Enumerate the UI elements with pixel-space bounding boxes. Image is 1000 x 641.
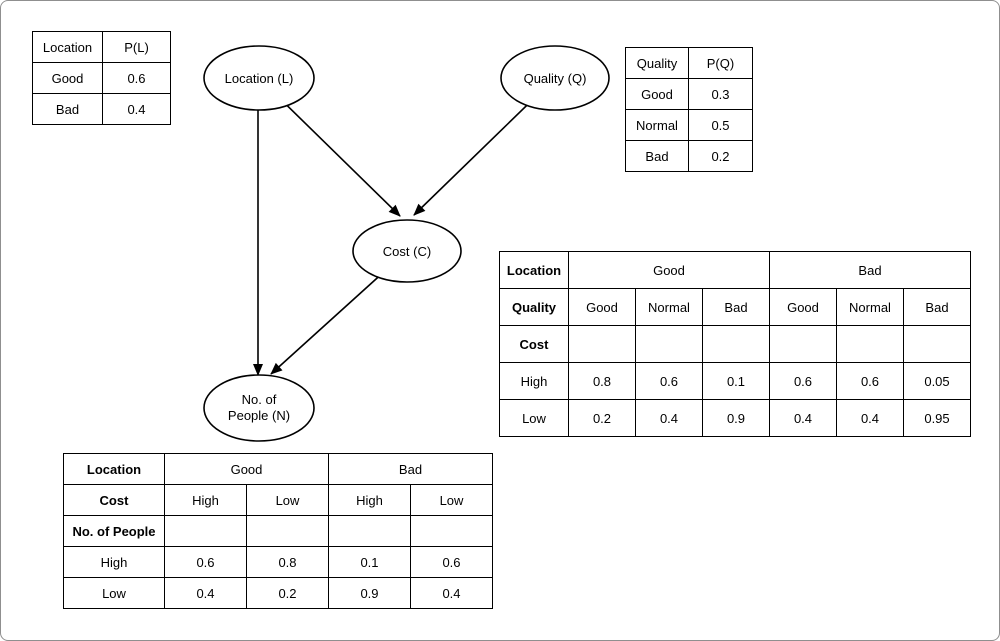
header-cell: Low — [246, 484, 329, 516]
header-cell: Location — [499, 251, 569, 289]
prob-cell: 0.8 — [568, 362, 636, 400]
cost-cpt-table: Location Good Bad Quality Good Normal Ba… — [499, 251, 971, 437]
state-cell: Bad — [625, 140, 689, 172]
table-row: Good 0.6 — [32, 62, 171, 94]
prob-cell: 0.4 — [102, 93, 171, 125]
state-cell: Good — [625, 78, 689, 110]
header-cell: Location — [63, 453, 165, 485]
prob-cell: 0.9 — [702, 399, 770, 437]
prob-cell: 0.6 — [836, 362, 904, 400]
node-quality-label: Quality (Q) — [524, 71, 587, 86]
prob-cell: 0.3 — [688, 78, 753, 110]
group-header-cell: Good — [568, 251, 770, 289]
prob-cell: 0.8 — [246, 546, 329, 578]
node-quality — [500, 45, 610, 111]
header-cell: Bad — [903, 288, 971, 326]
node-cost-label: Cost (C) — [383, 244, 431, 259]
table-row: Low 0.2 0.4 0.9 0.4 0.4 0.95 — [499, 399, 971, 437]
prob-cell: 0.6 — [102, 62, 171, 94]
empty-cell — [568, 325, 636, 363]
table-row: Quality Good Normal Bad Good Normal Bad — [499, 288, 971, 326]
state-cell: Bad — [32, 93, 103, 125]
prob-cell: 0.6 — [635, 362, 703, 400]
table-row: Cost — [499, 325, 971, 363]
group-header-cell: Good — [164, 453, 329, 485]
prob-cell: 0.1 — [702, 362, 770, 400]
prob-cell: 0.4 — [836, 399, 904, 437]
node-people — [203, 374, 315, 442]
prob-cell: 0.2 — [688, 140, 753, 172]
prob-cell: 0.95 — [903, 399, 971, 437]
empty-cell — [903, 325, 971, 363]
people-cpt-table: Location Good Bad Cost High Low High Low… — [63, 453, 493, 609]
header-cell: Bad — [702, 288, 770, 326]
table-row: Low 0.4 0.2 0.9 0.4 — [63, 577, 493, 609]
header-cell: P(Q) — [688, 47, 753, 79]
state-cell: High — [499, 362, 569, 400]
prob-cell: 0.4 — [769, 399, 837, 437]
state-cell: Low — [63, 577, 165, 609]
prob-cell: 0.2 — [568, 399, 636, 437]
table-row: No. of People — [63, 515, 493, 547]
header-cell: No. of People — [63, 515, 165, 547]
header-cell: Quality — [625, 47, 689, 79]
group-header-cell: Bad — [328, 453, 493, 485]
header-cell: Good — [769, 288, 837, 326]
header-cell: Cost — [499, 325, 569, 363]
header-cell: Low — [410, 484, 493, 516]
header-cell: Quality — [499, 288, 569, 326]
prob-cell: 0.6 — [410, 546, 493, 578]
prob-cell: 0.5 — [688, 109, 753, 141]
table-row: Good 0.3 — [625, 78, 753, 110]
header-cell: P(L) — [102, 31, 171, 63]
header-cell: Normal — [836, 288, 904, 326]
state-cell: Low — [499, 399, 569, 437]
prob-cell: 0.4 — [164, 577, 247, 609]
prob-cell: 0.2 — [246, 577, 329, 609]
node-location-label: Location (L) — [225, 71, 294, 86]
prob-cell: 0.05 — [903, 362, 971, 400]
empty-cell — [702, 325, 770, 363]
empty-cell — [164, 515, 247, 547]
empty-cell — [769, 325, 837, 363]
prob-cell: 0.4 — [635, 399, 703, 437]
table-row: Bad 0.4 — [32, 93, 171, 125]
node-location — [203, 45, 315, 111]
prob-cell: 0.6 — [769, 362, 837, 400]
header-cell: Location — [32, 31, 103, 63]
table-row: Location Good Bad — [63, 453, 493, 485]
node-people-label-line2: People (N) — [228, 408, 290, 423]
table-row: Cost High Low High Low — [63, 484, 493, 516]
prob-cell: 0.1 — [328, 546, 411, 578]
table-row: High 0.8 0.6 0.1 0.6 0.6 0.05 — [499, 362, 971, 400]
table-row: Bad 0.2 — [625, 140, 753, 172]
empty-cell — [410, 515, 493, 547]
prob-cell: 0.4 — [410, 577, 493, 609]
prob-cell: 0.6 — [164, 546, 247, 578]
header-cell: High — [328, 484, 411, 516]
table-row: Location P(L) — [32, 31, 171, 63]
table-row: Location Good Bad — [499, 251, 971, 289]
node-people-label-line1: No. of — [242, 392, 277, 407]
node-cost — [352, 219, 462, 283]
table-row: Quality P(Q) — [625, 47, 753, 79]
state-cell: High — [63, 546, 165, 578]
empty-cell — [246, 515, 329, 547]
empty-cell — [836, 325, 904, 363]
header-cell: Good — [568, 288, 636, 326]
header-cell: Normal — [635, 288, 703, 326]
table-row: High 0.6 0.8 0.1 0.6 — [63, 546, 493, 578]
empty-cell — [328, 515, 411, 547]
location-prior-table: Location P(L) Good 0.6 Bad 0.4 — [32, 31, 171, 125]
header-cell: High — [164, 484, 247, 516]
table-row: Normal 0.5 — [625, 109, 753, 141]
group-header-cell: Bad — [769, 251, 971, 289]
header-cell: Cost — [63, 484, 165, 516]
prob-cell: 0.9 — [328, 577, 411, 609]
state-cell: Normal — [625, 109, 689, 141]
empty-cell — [635, 325, 703, 363]
quality-prior-table: Quality P(Q) Good 0.3 Normal 0.5 Bad 0.2 — [625, 47, 753, 172]
state-cell: Good — [32, 62, 103, 94]
